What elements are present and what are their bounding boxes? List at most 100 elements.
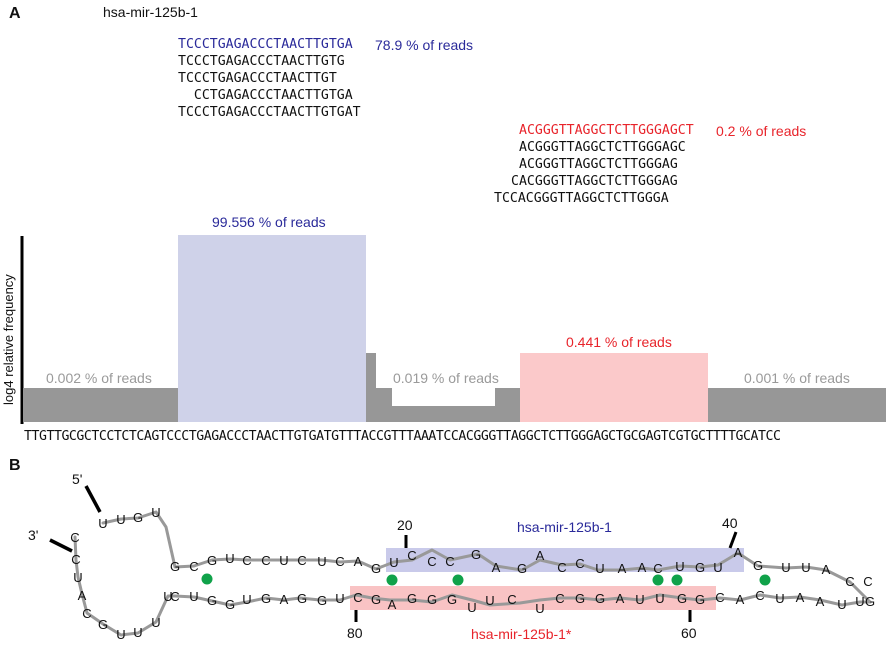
svg-text:G: G [261,591,271,606]
star-variant: CACGGGTTAGGCTCTTGGGAG [511,174,678,189]
svg-text:U: U [535,601,544,616]
svg-text:C: C [507,592,516,607]
svg-text:A: A [354,554,363,569]
svg-text:G: G [517,561,527,576]
svg-text:U: U [655,591,664,606]
gu-pair-dot [452,574,464,586]
svg-text:C: C [82,606,91,621]
svg-text:G: G [575,591,585,606]
svg-text:U: U [713,560,722,575]
svg-text:G: G [317,593,327,608]
svg-text:U: U [116,627,125,642]
svg-text:C: C [297,553,306,568]
svg-text:U: U [781,560,790,575]
three-prime-tick [49,538,73,553]
right-flank-bar [708,388,886,422]
svg-text:C: C [407,548,416,563]
mature-bar [178,235,366,422]
svg-text:C: C [755,588,764,603]
svg-text:G: G [595,591,605,606]
svg-text:A: A [796,590,805,605]
star-variant: TCCACGGGTTAGGCTCTTGGGA [494,191,669,206]
svg-text:C: C [353,590,362,605]
tick-40 [728,531,738,549]
loop-bar [495,388,520,422]
mature-variant: CCTGAGACCCTAACTTGTGA [178,88,353,103]
svg-text:U: U [635,592,644,607]
svg-text:G: G [133,510,143,525]
svg-text:U: U [151,505,160,520]
star-variant: ACGGGTTAGGCTCTTGGGAG [519,157,678,172]
five-prime-label: 5' [72,471,83,487]
top-strand-backbone [101,510,872,604]
svg-text:C: C [863,574,872,589]
svg-text:U: U [595,561,604,576]
left-flank-percent: 0.002 % of reads [46,370,152,386]
svg-text:G: G [207,553,217,568]
star-highlight [350,586,716,610]
position-20-label: 20 [397,517,413,533]
position-60-label: 60 [681,625,697,641]
panel-b-label: B [9,457,21,474]
svg-text:U: U [317,554,326,569]
gu-pair-dot [201,573,213,585]
svg-text:A: A [492,560,501,575]
star-region-percent: 0.441 % of reads [566,334,672,350]
mature-read-percent: 78.9 % of reads [375,37,474,53]
svg-text:G: G [471,547,481,562]
mature-variant: TCCCTGAGACCCTAACTTGT [178,71,337,86]
loop-bar [376,388,392,422]
svg-text:U: U [279,553,288,568]
svg-text:U: U [837,597,846,612]
precursor-title: hsa-mir-125b-1 [103,4,198,20]
svg-text:G: G [225,597,235,612]
svg-text:G: G [677,591,687,606]
bar-step [366,353,376,422]
gu-pair-dot [386,574,398,586]
svg-text:C: C [70,530,79,545]
mature-variant: TCCCTGAGACCCTAACTTGTG [178,54,345,69]
svg-text:C: C [335,554,344,569]
gu-pair-dot [759,574,771,586]
svg-text:A: A [734,545,743,560]
svg-text:G: G [98,617,108,632]
svg-text:U: U [467,600,476,615]
svg-text:A: A [736,592,745,607]
mature-label: hsa-mir-125b-1 [517,519,612,535]
svg-text:U: U [389,555,398,570]
svg-text:G: G [695,592,705,607]
mature-region-percent: 99.556 % of reads [212,214,326,230]
svg-text:A: A [618,561,627,576]
svg-text:G: G [371,592,381,607]
svg-text:A: A [822,562,831,577]
gu-pair-dot [652,574,664,586]
svg-text:A: A [536,548,545,563]
svg-text:C: C [71,552,80,567]
svg-text:A: A [388,597,397,612]
svg-text:A: A [280,592,289,607]
position-40-label: 40 [722,515,738,531]
precursor-sequence: TTGTTGCGCTCCTCTCAGTCCCTGAGACCCTAACTTGTGA… [24,429,781,444]
svg-text:G: G [371,561,381,576]
svg-text:U: U [116,512,125,527]
svg-text:U: U [335,591,344,606]
bottom-strand-backbone [73,535,872,637]
svg-text:G: G [427,592,437,607]
svg-text:C: C [715,590,724,605]
svg-text:A: A [638,560,647,575]
five-prime-tick [84,485,102,513]
svg-text:C: C [845,574,854,589]
panel-a-label: A [9,5,21,22]
svg-text:G: G [297,591,307,606]
svg-text:C: C [170,589,179,604]
loop-region-percent: 0.019 % of reads [393,370,499,386]
svg-text:U: U [855,594,864,609]
svg-text:A: A [78,588,87,603]
svg-text:U: U [801,560,810,575]
svg-text:G: G [865,594,875,609]
gu-pair-dot [671,574,683,586]
mature-highlight [386,548,744,572]
star-variant: ACGGGTTAGGCTCTTGGGAGC [519,140,686,155]
svg-text:U: U [98,516,107,531]
